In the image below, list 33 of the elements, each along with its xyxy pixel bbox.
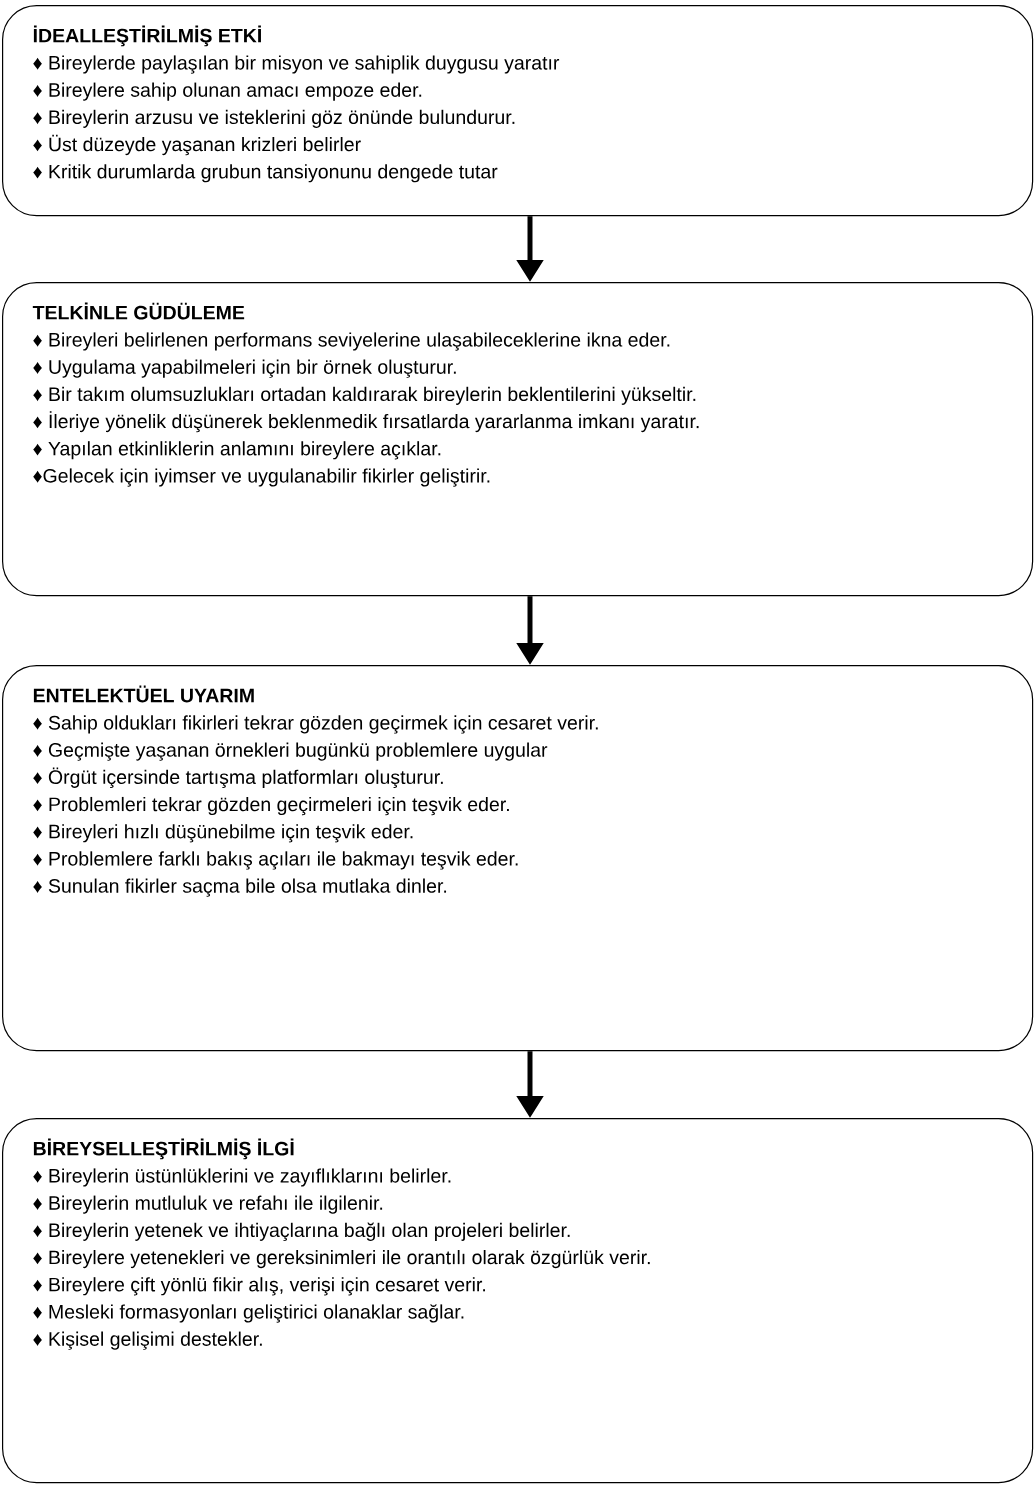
bullet-item: ♦ Bireylerin arzusu ve isteklerini göz önünde bulundurur.: [33, 109, 515, 128]
bullet-item: ♦ Bir takım olumsuzlukları ortadan kaldırarak bireylerin beklentilerini yükseltir.: [33, 386, 696, 405]
bullet-item: ♦ Bireyleri belirlenen performans seviyelerine ulaşabileceklerine ikna eder.: [33, 332, 670, 351]
rounded-box: [2, 1118, 1034, 1484]
bullet-item: ♦ Bireylerin üstünlüklerini ve zayıflıklarını belirler.: [33, 1168, 451, 1187]
bullet-item: ♦ Kritik durumlarda grubun tansiyonunu dengede tutar: [33, 164, 498, 183]
bullet-item: ♦ Örgüt içersinde tartışma platformları oluşturur.: [33, 767, 443, 788]
rounded-box: [2, 665, 1034, 1052]
bullet-item: ♦ Bireylere sahip olunan amacı empoze eder.: [33, 82, 422, 101]
rounded-box: [2, 282, 1034, 597]
bullet-item: ♦ Bireylere yetenekleri ve gereksinimleri ile orantılı olarak özgürlük verir.: [33, 1250, 650, 1269]
bullet-item: ♦ Bireylerin yetenek ve ihtiyaçlarına bağlı olan projeleri belirler.: [33, 1222, 570, 1242]
bullet-item: ♦ Bireylerde paylaşılan bir misyon ve sahiplik duygusu yaratır: [33, 55, 560, 74]
bullet-item: ♦ İleriye yönelik düşünerek beklenmedik fırsatlarda yararlanma imkanı yaratır.: [33, 411, 699, 433]
bullet-item: ♦ Geçmişte yaşanan örnekleri bugünkü problemlere uygular: [33, 742, 548, 761]
bullet-item: ♦ Sahip oldukları fikirleri tekrar gözden geçirmek için cesaret verir.: [33, 715, 598, 734]
bullet-item: ♦Gelecek için iyimser ve uygulanabilir fikirler geliştirir.: [33, 468, 490, 487]
box-heading: İDEALLEŞTİRİLMİŞ ETKİ: [33, 25, 261, 47]
bullet-item: ♦ Mesleki formasyonları geliştirici olanaklar sağlar.: [33, 1304, 464, 1323]
bullet-item: ♦ Bireyleri hızlı düşünebilme için teşvik eder.: [33, 824, 413, 843]
bullet-item: ♦ Bireylerin mutluluk ve refahı ile ilgilenir.: [33, 1195, 383, 1214]
bullet-item: ♦ Problemlere farklı bakış açıları ile bakmayı teşvik eder.: [33, 851, 518, 870]
bullet-item: ♦ Bireylere çift yönlü fikir alış, verişi için cesaret verir.: [33, 1277, 485, 1296]
box-heading: ENTELEKTÜEL UYARIM: [33, 685, 254, 703]
rounded-box: [2, 5, 1034, 217]
bullet-item: ♦ Uygulama yapabilmeleri için bir örnek oluşturur.: [33, 359, 456, 378]
bullet-item: ♦ Yapılan etkinliklerin anlamını bireylere açıklar.: [33, 441, 441, 460]
bullet-item: ♦ Üst düzeyde yaşanan krizleri belirler: [33, 134, 361, 156]
bullet-item: ♦ Kişisel gelişimi destekler.: [33, 1331, 262, 1350]
box-heading: TELKİNLE GÜDÜLEME: [32, 302, 245, 320]
bullet-item: ♦ Problemleri tekrar gözden geçirmeleri için teşvik eder.: [33, 796, 509, 816]
bullet-item: ♦ Sunulan fikirler saçma bile olsa mutlaka dinler.: [33, 878, 447, 897]
box-heading: BİREYSELLEŞTİRİLMİŞ İLGİ: [33, 1138, 294, 1160]
